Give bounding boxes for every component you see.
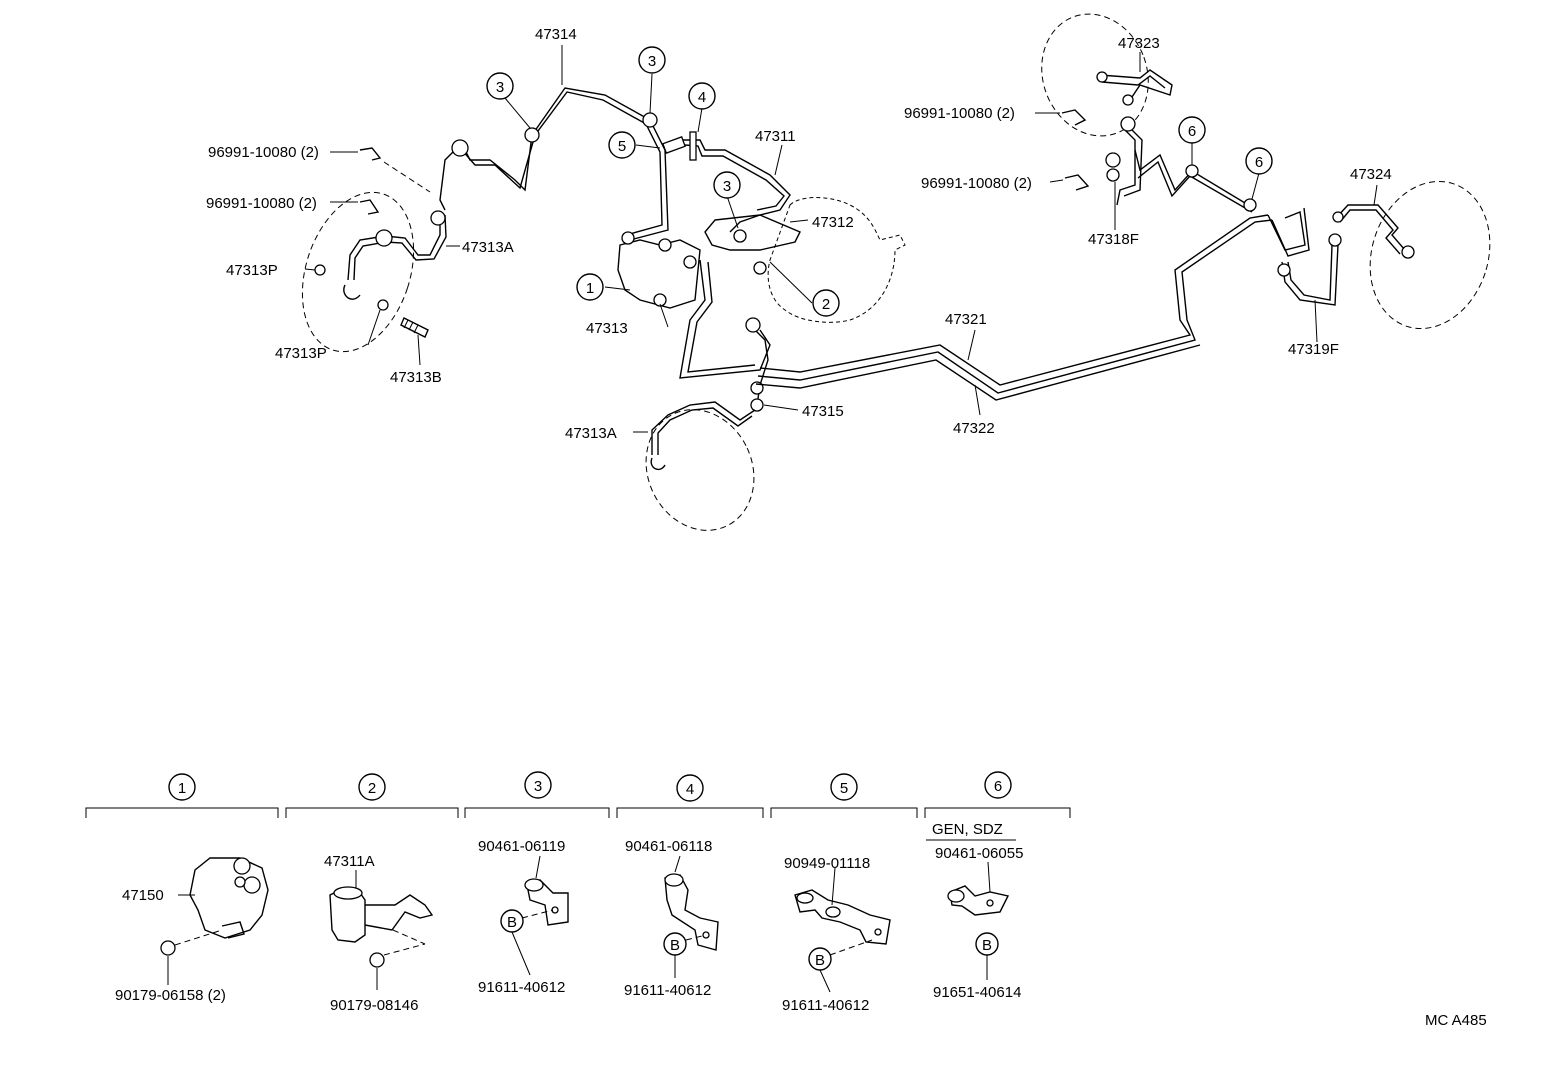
booster-outline xyxy=(767,197,906,323)
front-right-wheel-outline xyxy=(645,409,755,531)
detail-1: 1 47150 90179-06158 (2) xyxy=(115,773,269,1004)
svg-text:4: 4 xyxy=(686,781,694,798)
tube-47315 xyxy=(679,259,771,379)
label-47313p-2: 47313P xyxy=(275,345,327,362)
callout-6b: 6 xyxy=(1245,147,1273,175)
detail-6-variant: GEN, SDZ xyxy=(932,821,1003,838)
detail-6-fastener: 91651-40614 xyxy=(933,984,1021,1001)
detail-2-fastener: 90179-08146 xyxy=(330,997,418,1014)
detail-6: 6 GEN, SDZ B 90461-06055 91651-40614 xyxy=(926,771,1023,1001)
detail-3: 3 B 90461-06119 91611-40612 xyxy=(478,771,569,996)
svg-text:B: B xyxy=(507,914,517,931)
label-clip-right-2: 96991-10080 (2) xyxy=(921,175,1032,192)
hose-47318f xyxy=(1116,129,1136,206)
callout-3b: 3 xyxy=(638,46,666,74)
callout-4: 4 xyxy=(688,82,716,110)
figure-code: MC A485 xyxy=(1425,1012,1487,1029)
leader-lines xyxy=(304,45,1378,433)
label-clip-left-1: 96991-10080 (2) xyxy=(208,144,319,161)
hose-47313a-bottom xyxy=(651,401,756,455)
tube-47322 xyxy=(757,219,1273,394)
tube-47321 xyxy=(759,214,1269,386)
svg-text:B: B xyxy=(982,937,992,954)
label-clip-left-2: 96991-10080 (2) xyxy=(206,195,317,212)
tube-47311 xyxy=(680,139,791,233)
detail-6-part: 90461-06055 xyxy=(935,845,1023,862)
svg-text:3: 3 xyxy=(496,79,504,96)
detail-5-part: 90949-01118 xyxy=(784,855,870,872)
svg-text:6: 6 xyxy=(1188,123,1196,140)
main-assembly: 3 3 4 5 3 1 2 6 6 47314 47311 47312 4731… xyxy=(206,13,1491,531)
detail-4-part: 90461-06118 xyxy=(625,838,712,855)
label-47313a-bottom: 47313A xyxy=(565,425,617,442)
svg-text:4: 4 xyxy=(698,89,706,106)
detail-2: 2 47311A 90179-08146 xyxy=(324,773,434,1014)
hose-47313a-top xyxy=(347,215,441,281)
tube-47312 xyxy=(704,214,801,251)
detail-1-fastener: 90179-06158 (2) xyxy=(115,987,226,1004)
label-47313b: 47313B xyxy=(390,369,442,386)
svg-text:2: 2 xyxy=(368,780,376,797)
svg-text:1: 1 xyxy=(586,280,594,297)
callout-2: 2 xyxy=(812,289,840,317)
front-left-wheel-outline xyxy=(301,191,415,353)
svg-text:1: 1 xyxy=(178,780,186,797)
detail-3-bolt-icon xyxy=(500,909,524,933)
label-47312: 47312 xyxy=(812,214,854,231)
tube-47323 xyxy=(1099,69,1173,101)
svg-text:3: 3 xyxy=(723,178,731,195)
svg-text:B: B xyxy=(815,952,825,969)
detail-5: 5 B 90949-01118 91611-40612 xyxy=(782,773,891,1014)
detail-4-fastener: 91611-40612 xyxy=(624,982,711,999)
label-47313: 47313 xyxy=(586,320,628,337)
svg-text:6: 6 xyxy=(994,778,1002,795)
label-47323: 47323 xyxy=(1118,35,1160,52)
svg-text:3: 3 xyxy=(534,778,542,795)
label-47314: 47314 xyxy=(535,26,577,43)
callout-3c: 3 xyxy=(713,171,741,199)
svg-text:5: 5 xyxy=(840,780,848,797)
rear-right-wheel-outline xyxy=(1369,180,1491,330)
label-47321: 47321 xyxy=(945,311,987,328)
svg-text:5: 5 xyxy=(618,138,626,155)
callout-1: 1 xyxy=(576,273,604,301)
detail-4: 4 B 90461-06118 91611-40612 xyxy=(624,774,719,999)
label-47318f: 47318F xyxy=(1088,231,1139,248)
label-47313a-top: 47313A xyxy=(462,239,514,256)
svg-text:2: 2 xyxy=(822,296,830,313)
label-clip-right-1: 96991-10080 (2) xyxy=(904,105,1015,122)
label-47319f: 47319F xyxy=(1288,341,1339,358)
callout-3a: 3 xyxy=(486,72,514,100)
label-47324: 47324 xyxy=(1350,166,1392,183)
detail-5-fastener: 91611-40612 xyxy=(782,997,869,1014)
svg-text:3: 3 xyxy=(648,53,656,70)
label-47315: 47315 xyxy=(802,403,844,420)
detail-3-fastener: 91611-40612 xyxy=(478,979,565,996)
valve-body-47150 xyxy=(617,239,701,309)
detail-1-part: 47150 xyxy=(122,887,164,904)
callout-6a: 6 xyxy=(1178,116,1206,144)
svg-text:6: 6 xyxy=(1255,154,1263,171)
callout-5: 5 xyxy=(608,131,636,159)
label-47313p-1: 47313P xyxy=(226,262,278,279)
rear-left-wheel-outline xyxy=(1041,13,1149,137)
tube-47324 xyxy=(1335,204,1406,251)
label-47322: 47322 xyxy=(953,420,995,437)
label-47311: 47311 xyxy=(755,128,796,145)
tube-47314 xyxy=(439,87,669,241)
detail-panels: 1 47150 90179-06158 (2) 2 47311A xyxy=(85,771,1071,1014)
svg-text:B: B xyxy=(670,937,680,954)
detail-3-part: 90461-06119 xyxy=(478,838,565,855)
detail-2-part: 47311A xyxy=(324,853,375,870)
